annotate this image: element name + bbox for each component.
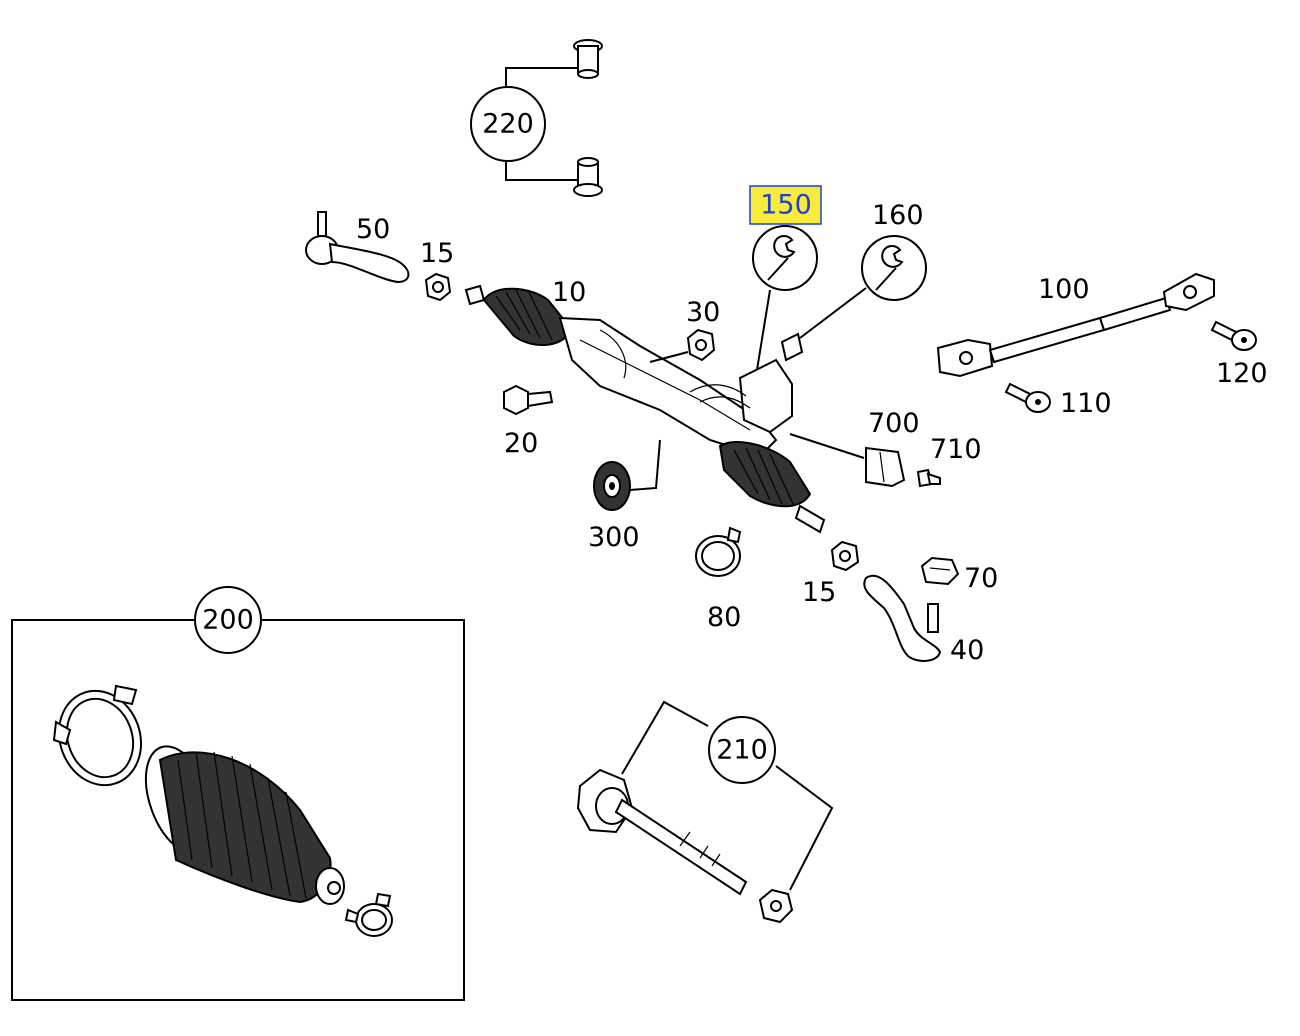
label-110: 110 (1060, 388, 1112, 419)
label-160: 160 (872, 200, 924, 231)
part-220-group[interactable]: 220 (470, 39, 603, 197)
part-200-boot-kit[interactable]: 200 (11, 586, 465, 1001)
part-150-group[interactable]: 150 (749, 185, 822, 377)
label-700: 700 (868, 408, 920, 439)
label-30: 30 (686, 297, 720, 328)
part-160-group[interactable]: 160 (799, 200, 927, 339)
label-100: 100 (1038, 274, 1090, 305)
label-10: 10 (552, 277, 586, 308)
small-clamp (344, 892, 393, 937)
label-210: 210 (716, 735, 768, 766)
callout-circle-200 (194, 586, 262, 654)
label-150: 150 (760, 190, 812, 221)
label-15-left: 15 (420, 238, 454, 269)
label-15-right: 15 (802, 577, 836, 608)
part-210-inner-tie-rod[interactable]: 210 (576, 700, 834, 924)
part-40-tie-rod-end[interactable]: 40 (863, 574, 984, 666)
part-100-steering-shaft[interactable]: 100 (936, 272, 1215, 378)
label-80: 80 (707, 602, 741, 633)
callout-circle-210 (708, 716, 776, 784)
part-120-bolt[interactable]: 120 (1210, 320, 1268, 389)
part-300-bushing[interactable]: 300 (588, 439, 661, 553)
part-70-nut[interactable]: 70 (920, 556, 998, 594)
label-20: 20 (504, 428, 538, 459)
part-10-steering-rack[interactable]: 10 (464, 277, 826, 534)
part-20-bolt[interactable]: 20 (503, 384, 554, 459)
part-80-clamp[interactable]: 80 (695, 526, 741, 633)
part-15-nut-left[interactable]: 15 (420, 238, 454, 302)
part-700-cap[interactable]: 700 (789, 408, 920, 488)
bushing-upper (573, 39, 603, 79)
label-300: 300 (588, 522, 640, 553)
callout-circle-220 (470, 86, 546, 162)
label-70: 70 (964, 563, 998, 594)
highlight-box-150 (749, 185, 822, 225)
part-50-tie-rod-end[interactable]: 50 (305, 211, 410, 284)
large-clamp (52, 684, 143, 787)
bellows-boot (144, 745, 345, 905)
kit-frame-200 (11, 619, 465, 1001)
part-110-bolt[interactable]: 110 (1004, 382, 1112, 419)
part-710-screw[interactable]: 710 (916, 434, 982, 488)
label-710: 710 (930, 434, 982, 465)
part-30-nut[interactable]: 30 (649, 297, 720, 363)
label-220: 220 (482, 109, 534, 140)
part-15-nut-right[interactable]: 15 (802, 540, 860, 608)
label-200: 200 (202, 605, 254, 636)
bushing-lower (573, 157, 603, 197)
label-40: 40 (950, 635, 984, 666)
label-120: 120 (1216, 358, 1268, 389)
wrench-icon (861, 235, 927, 301)
wrench-icon (752, 225, 818, 291)
label-50: 50 (356, 214, 390, 245)
